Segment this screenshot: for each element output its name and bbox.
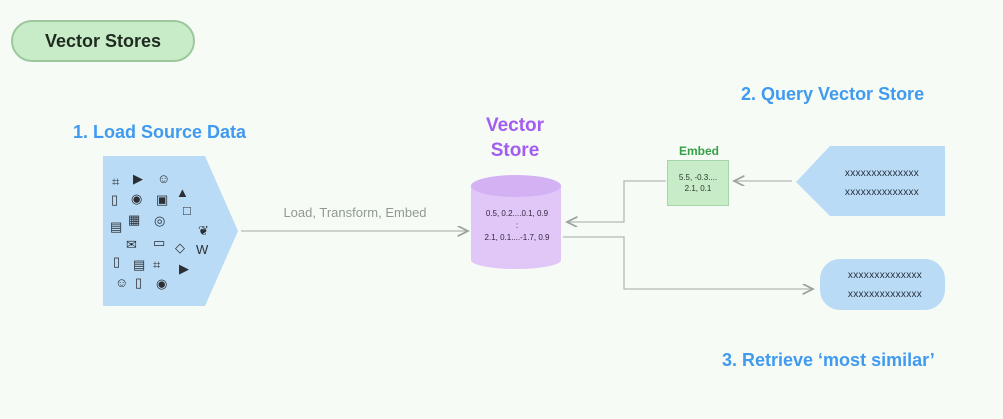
- query-line: xxxxxxxxxxxxxx: [844, 168, 920, 179]
- embed-label: Embed: [678, 144, 719, 158]
- vector-store-title-line2: Store: [490, 140, 540, 161]
- pdf-icon: ▤: [110, 219, 123, 234]
- drive-icon: ▲: [176, 185, 189, 200]
- result-text: xxxxxxxxxxxxxx xxxxxxxxxxxxxx: [825, 266, 945, 304]
- discord-icon: ☺: [157, 171, 171, 186]
- vector-store-contents: 0.5, 0.2....0.1, 0.9 : 2.1, 0.1....-1.7,…: [472, 208, 562, 244]
- file-icon: ▯: [135, 275, 143, 290]
- vector-row: 2.1, 0.1....-1.7, 0.9: [484, 233, 550, 242]
- vector-store-title: Vector Store: [450, 113, 580, 163]
- wiki-icon: W: [196, 242, 209, 257]
- twitter-icon: ❦: [198, 223, 209, 238]
- query-shape: [796, 146, 945, 216]
- slack-icon: ⌗: [153, 257, 161, 272]
- text-icon: ▤: [133, 257, 146, 272]
- source-data-shape: [103, 156, 238, 306]
- query-line: xxxxxxxxxxxxxx: [844, 187, 920, 198]
- vector-store-title-line1: Vector: [485, 115, 545, 136]
- slack-icon: ⌗: [112, 174, 120, 189]
- folder-icon: ▭: [153, 235, 166, 250]
- web-icon: ◎: [154, 213, 166, 228]
- query-text: xxxxxxxxxxxxxx xxxxxxxxxxxxxx: [822, 164, 942, 202]
- step-retrieve-heading: 3. Retrieve ‘most similar’: [722, 350, 935, 370]
- result-line: xxxxxxxxxxxxxx: [847, 270, 923, 281]
- step-load-heading: 1. Load Source Data: [73, 122, 247, 142]
- embed-vector-line: 5.5, -0.3....: [678, 173, 718, 182]
- github-icon: ◉: [131, 191, 143, 206]
- youtube-icon: ▶: [133, 171, 143, 186]
- embed-to-store-arrow: [567, 180, 666, 222]
- store-to-result-arrow: [563, 236, 813, 289]
- mail-icon: ✉: [126, 237, 137, 252]
- step-query-heading: 2. Query Vector Store: [741, 84, 925, 104]
- notion-icon: □: [183, 203, 191, 218]
- csv-icon: ▦: [128, 212, 141, 227]
- doc-icon: ▯: [113, 254, 121, 269]
- vector-row: 0.5, 0.2....0.1, 0.9: [485, 209, 549, 218]
- youtube-icon: ▶: [179, 261, 189, 276]
- load-transform-embed-label: Load, Transform, Embed: [283, 205, 427, 220]
- result-shape: [820, 259, 945, 310]
- discord-icon: ☺: [115, 275, 129, 290]
- image-icon: ▣: [156, 192, 169, 207]
- github-icon: ◉: [156, 276, 168, 291]
- embed-vector-box: 5.5, -0.3.... 2.1, 0.1: [667, 160, 729, 206]
- vector-stores-badge: Vector Stores: [11, 20, 195, 62]
- result-line: xxxxxxxxxxxxxx: [847, 289, 923, 300]
- vector-ellipsis: :: [515, 221, 519, 230]
- vector-store-cylinder: [471, 175, 561, 269]
- html-icon: ◇: [175, 240, 185, 255]
- file-icon: ▯: [111, 192, 119, 207]
- embed-vector-line: 2.1, 0.1: [684, 184, 712, 193]
- badge-label: Vector Stores: [44, 30, 162, 51]
